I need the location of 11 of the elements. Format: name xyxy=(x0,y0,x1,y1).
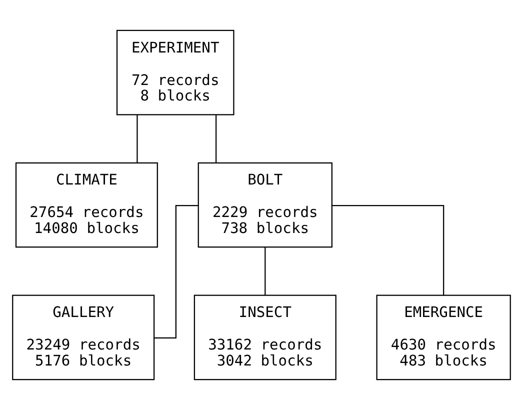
connector xyxy=(332,204,444,295)
node-box: BOLT 2229 records 738 blocks xyxy=(198,162,332,248)
node-box: INSECT 33162 records 3042 blocks xyxy=(194,294,336,380)
connector xyxy=(216,114,217,162)
connector xyxy=(264,246,266,295)
node-box: CLIMATE 27654 records 14080 blocks xyxy=(15,162,158,248)
connector xyxy=(154,204,198,338)
node-box: EMERGENCE 4630 records 483 blocks xyxy=(376,294,511,380)
node-box: EXPERIMENT 72 records 8 blocks xyxy=(116,29,234,115)
node-box: GALLERY 23249 records 5176 blocks xyxy=(12,294,155,380)
connector xyxy=(136,114,138,162)
